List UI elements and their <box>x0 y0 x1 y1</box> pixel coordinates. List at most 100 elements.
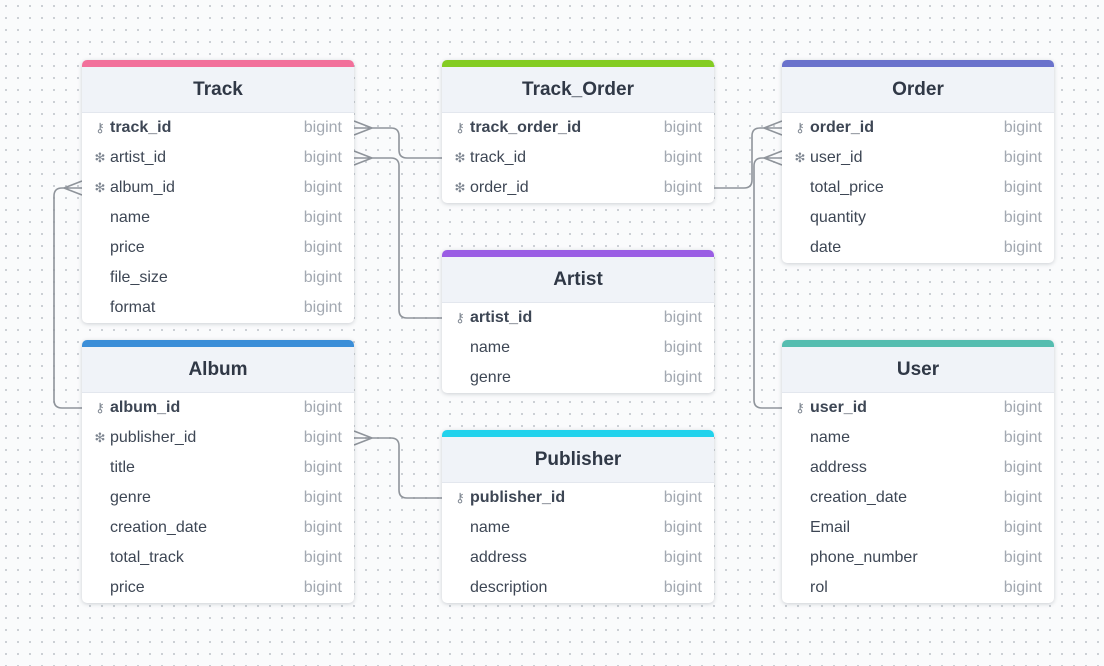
crows-foot-icon <box>353 150 373 166</box>
field-type: bigint <box>303 399 342 416</box>
field-name: track_order_id <box>470 119 582 136</box>
field-row-address[interactable]: address bigint <box>782 453 1054 483</box>
field-type: bigint <box>303 119 342 136</box>
field-name: artist_id <box>110 149 167 166</box>
field-name: user_id <box>810 149 863 166</box>
field-name: file_size <box>110 269 168 286</box>
field-name: creation_date <box>110 519 207 536</box>
relation-track-order-order-id-to-order-order-id <box>714 120 783 189</box>
field-name: user_id <box>810 399 867 416</box>
field-name: track_id <box>470 149 527 166</box>
field-type: bigint <box>303 179 342 196</box>
field-name: address <box>470 549 527 566</box>
field-row-file-size[interactable]: file_size bigint <box>82 263 354 293</box>
table-color-bar <box>782 340 1054 347</box>
field-type: bigint <box>303 269 342 286</box>
field-type: bigint <box>663 309 702 326</box>
field-type: bigint <box>1003 149 1042 166</box>
field-name: artist_id <box>470 309 533 326</box>
key-icon: ⚷ <box>795 120 805 135</box>
field-type: bigint <box>663 339 702 356</box>
field-type: bigint <box>1003 209 1042 226</box>
field-row-email[interactable]: Email bigint <box>782 513 1054 543</box>
field-type: bigint <box>303 299 342 316</box>
field-type: bigint <box>303 209 342 226</box>
table-color-bar <box>82 340 354 347</box>
relation-line <box>53 187 82 409</box>
field-type: bigint <box>1003 519 1042 536</box>
snowflake-icon: ❇ <box>94 180 106 195</box>
table-color-bar <box>82 60 354 67</box>
field-name: address <box>810 459 867 476</box>
table-color-bar <box>442 60 714 67</box>
table-title: Publisher <box>442 437 714 483</box>
field-row-address[interactable]: address bigint <box>442 543 714 573</box>
field-name: genre <box>110 489 151 506</box>
snowflake-icon: ❇ <box>454 150 466 165</box>
field-type: bigint <box>303 459 342 476</box>
table-title: Track_Order <box>442 67 714 113</box>
field-type: bigint <box>1003 489 1042 506</box>
field-type: bigint <box>663 549 702 566</box>
crows-foot-icon <box>353 430 373 446</box>
field-name: price <box>110 239 145 256</box>
field-name: publisher_id <box>470 489 566 506</box>
snowflake-icon: ❇ <box>454 180 466 195</box>
field-type: bigint <box>1003 239 1042 256</box>
field-type: bigint <box>663 519 702 536</box>
field-name: publisher_id <box>110 429 197 446</box>
field-type: bigint <box>1003 459 1042 476</box>
field-row-genre[interactable]: genre bigint <box>82 483 354 513</box>
field-name: Email <box>810 519 851 536</box>
field-name: track_id <box>110 119 172 136</box>
field-name: album_id <box>110 399 181 416</box>
table-title: Track <box>82 67 354 113</box>
relation-user-user-id-to-order-user-id <box>753 150 783 409</box>
field-type: bigint <box>303 579 342 596</box>
field-type: bigint <box>303 489 342 506</box>
